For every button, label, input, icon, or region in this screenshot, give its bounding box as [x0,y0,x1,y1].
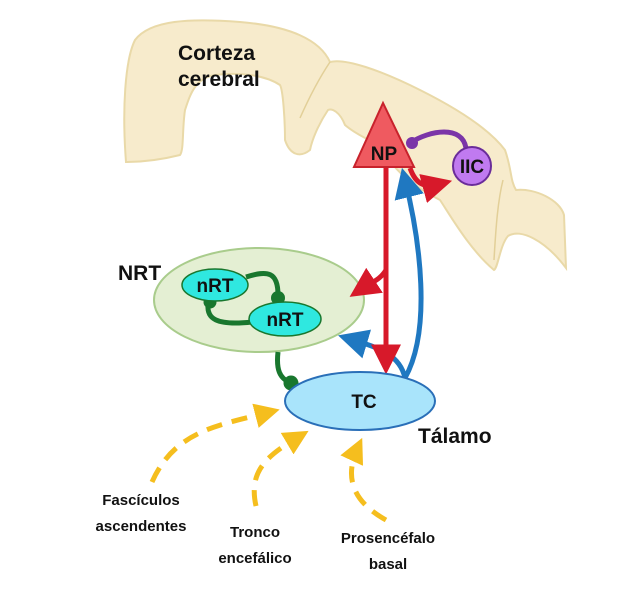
tc-to-cortex-arrow [394,167,424,380]
np-to-iic-arrow [407,167,453,203]
input-label-ascending-fascicles-line2: ascendentes [96,518,187,535]
cortex-sulcus-line [493,179,504,261]
cerebral-cortex-shape [123,19,568,272]
tc-label: TC [351,392,377,413]
iic-interneuron [452,146,492,186]
tc-thalamocortical-neuron [284,371,436,431]
input-label-brainstem-line1: Tronco [230,524,280,541]
nrt-label: NRT [118,262,161,285]
cortex-sulcus-line [299,61,331,119]
input-arrow-brainstem [251,430,309,507]
cortex-label-line1: Corteza [178,42,255,65]
input-label-basal-forebrain-line1: Prosencéfalo [341,530,435,547]
input-arrow-basal-forebrain [340,437,388,523]
np-label: NP [371,144,398,165]
nrt-cell-2-label: nRT [267,310,304,331]
nrt-cell-1 [181,268,249,302]
np-pyramidal-neuron [352,100,416,168]
input-label-ascending-fascicles-line1: Fascículos [102,492,180,509]
nrt-nucleus [153,247,365,353]
input-label-basal-forebrain-line2: basal [369,556,407,573]
input-arrow-ascending-fascicles [149,403,280,484]
iic-synapse-terminal [406,137,418,149]
nrt-cell-2 [248,301,322,337]
np-to-nrt-arrow [349,267,389,297]
nrt-cell-1-label: nRT [197,276,234,297]
cortex-label-line2: cerebral [178,68,260,91]
iic-label: IIC [460,157,485,178]
thalamus-label: Tálamo [418,425,492,448]
nrt-inhibitory-connection [245,271,281,296]
input-label-brainstem-line2: encefálico [218,550,291,567]
